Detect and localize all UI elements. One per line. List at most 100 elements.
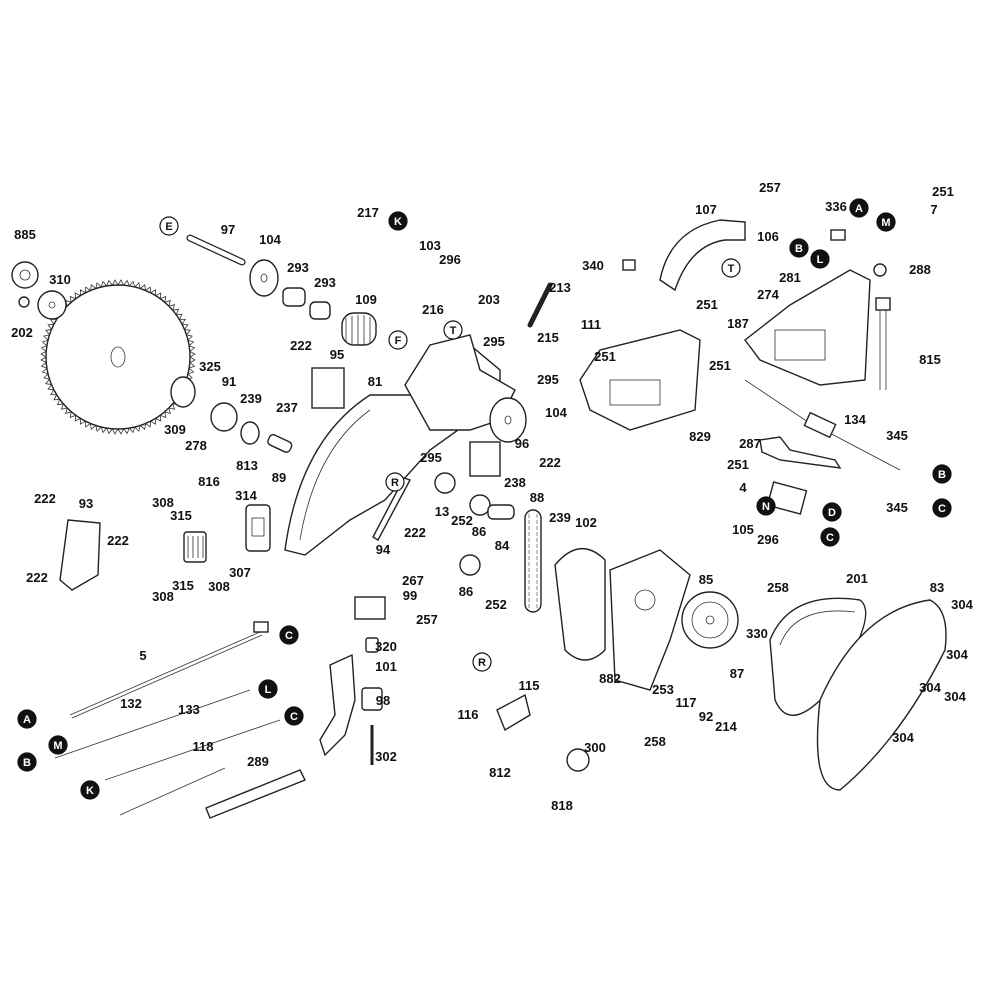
marker-letter: D	[828, 507, 836, 519]
flange-885	[11, 261, 39, 289]
part-label-222: 222	[539, 455, 561, 470]
part-label-308: 308	[152, 589, 174, 604]
cable-118	[119, 767, 226, 816]
reference-marker-m: M	[48, 735, 68, 755]
marker-letter: L	[265, 684, 272, 696]
part-label-816: 816	[198, 474, 220, 489]
part-label-5: 5	[139, 648, 146, 663]
part-label-314: 314	[235, 488, 257, 503]
part-label-336: 336	[825, 199, 847, 214]
part-label-201: 201	[846, 571, 868, 586]
part-label-109: 109	[355, 292, 377, 307]
part-label-222: 222	[26, 570, 48, 585]
plate-95	[311, 367, 345, 409]
part-label-307: 307	[229, 565, 251, 580]
reference-marker-t: T	[443, 320, 463, 340]
part-label-213: 213	[549, 280, 571, 295]
gear-300	[566, 748, 590, 772]
part-label-300: 300	[584, 740, 606, 755]
reference-marker-b: B	[932, 464, 952, 484]
belt-cover-83	[816, 599, 947, 791]
part-label-97: 97	[221, 222, 235, 237]
part-label-252: 252	[451, 513, 473, 528]
part-label-252: 252	[485, 597, 507, 612]
marker-letter: R	[391, 477, 399, 489]
marker-letter: L	[817, 254, 824, 266]
part-label-102: 102	[575, 515, 597, 530]
reference-marker-d: D	[822, 502, 842, 522]
marker-letter: C	[826, 532, 834, 544]
part-336	[830, 229, 846, 241]
reference-marker-c: C	[284, 706, 304, 726]
part-label-302: 302	[375, 749, 397, 764]
belt-201	[769, 597, 867, 716]
part-label-86: 86	[472, 524, 486, 539]
part-label-295: 295	[537, 372, 559, 387]
washer-104b	[489, 397, 527, 443]
bracket-99	[354, 596, 386, 620]
reference-marker-r: R	[385, 472, 405, 492]
part-label-132: 132	[120, 696, 142, 711]
part-label-818: 818	[551, 798, 573, 813]
marker-letter: A	[23, 714, 31, 726]
strip-289	[205, 769, 306, 819]
saw-teeth	[40, 279, 196, 435]
part-label-116: 116	[458, 707, 479, 722]
part-label-258: 258	[767, 580, 789, 595]
reference-marker-l: L	[810, 249, 830, 269]
reference-marker-a: A	[849, 198, 869, 218]
part-label-293: 293	[314, 275, 336, 290]
part-label-253: 253	[652, 682, 674, 697]
lever-94	[372, 477, 412, 541]
part-label-215: 215	[537, 330, 559, 345]
part-label-293: 293	[287, 260, 309, 275]
marker-letter: M	[881, 217, 890, 229]
part-label-104: 104	[545, 405, 567, 420]
pulley-85	[681, 591, 739, 649]
cable-132	[54, 689, 251, 759]
part-label-288: 288	[909, 262, 931, 277]
part-340	[622, 259, 636, 271]
reference-marker-c: C	[279, 625, 299, 645]
part-label-330: 330	[746, 626, 768, 641]
part-label-89: 89	[272, 470, 286, 485]
reference-marker-m: M	[876, 212, 896, 232]
marker-letter: T	[450, 325, 457, 337]
grip-housing	[744, 269, 871, 386]
part-label-257: 257	[416, 612, 438, 627]
knob-213	[527, 282, 553, 328]
part-label-885: 885	[14, 227, 36, 242]
reference-marker-l: L	[258, 679, 278, 699]
marker-letter: A	[855, 203, 863, 215]
part-label-222: 222	[34, 491, 56, 506]
part-label-117: 117	[676, 695, 697, 710]
part-label-203: 203	[478, 292, 500, 307]
part-label-95: 95	[330, 347, 344, 362]
part-label-237: 237	[276, 400, 298, 415]
shaft-84	[487, 504, 515, 520]
washer-104	[249, 259, 279, 297]
part-label-222: 222	[107, 533, 129, 548]
cable-5	[69, 621, 269, 719]
part-label-340: 340	[582, 258, 604, 273]
part-label-251: 251	[594, 349, 616, 364]
washer-310	[37, 290, 67, 320]
part-label-83: 83	[930, 580, 944, 595]
marker-letter: K	[86, 785, 94, 797]
part-label-93: 93	[79, 496, 93, 511]
cap-320	[365, 637, 379, 653]
part-label-96: 96	[515, 436, 529, 451]
part-label-304: 304	[946, 647, 968, 662]
part-label-7: 7	[930, 202, 937, 217]
part-label-251: 251	[727, 457, 749, 472]
part-label-239: 239	[549, 510, 571, 525]
part-label-85: 85	[699, 572, 713, 587]
reference-marker-t: T	[721, 258, 741, 278]
part-label-133: 133	[178, 702, 200, 717]
part-label-813: 813	[236, 458, 258, 473]
marker-letter: B	[938, 469, 946, 481]
marker-letter: E	[165, 221, 172, 233]
part-label-222: 222	[290, 338, 312, 353]
reference-marker-e: E	[159, 216, 179, 236]
part-label-325: 325	[199, 359, 221, 374]
